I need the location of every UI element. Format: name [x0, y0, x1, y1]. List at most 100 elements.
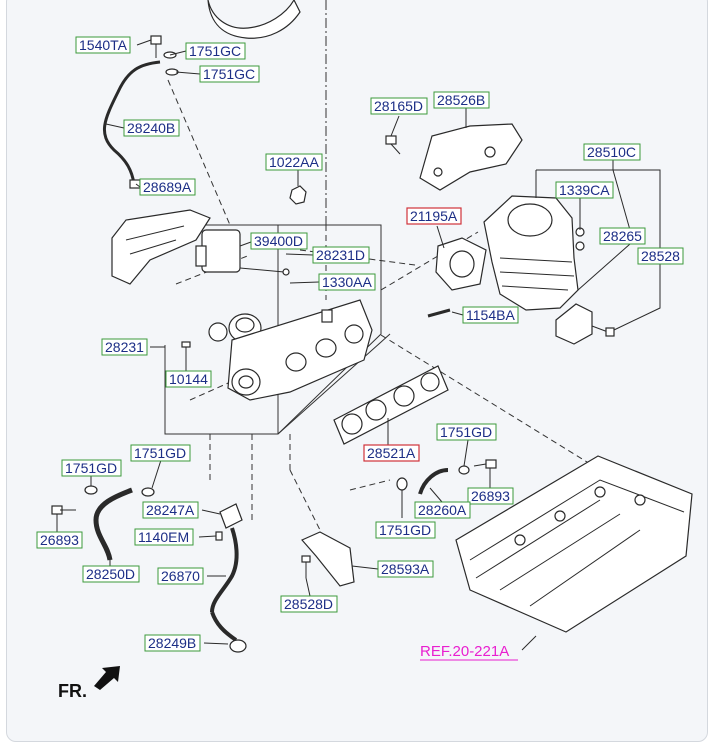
- pipe-28260a-part: [396, 459, 497, 495]
- front-direction-arrow-icon: [94, 666, 120, 690]
- part-number-text: 28247A: [146, 502, 195, 518]
- label-box-red: [406, 207, 462, 225]
- label-box-green: [123, 119, 180, 137]
- part-number-text: 28593A: [381, 561, 430, 577]
- label-box-green: [101, 338, 148, 356]
- part-label-28250d: 28250D: [82, 565, 140, 583]
- heat-shield-28526b-part: [419, 123, 523, 191]
- part-number-text: 28231D: [316, 247, 365, 263]
- part-label-1751gd: 1751GD: [375, 521, 436, 539]
- label-box-green: [82, 565, 140, 583]
- flange-28247a-part: [219, 503, 243, 529]
- diagram-panel: [6, 0, 708, 742]
- pipe-28249b-part: [210, 611, 247, 653]
- gasket-21195a-part: [435, 237, 487, 291]
- part-label-28247a: 28247A: [142, 501, 199, 519]
- part-label-28528: 28528: [637, 247, 684, 265]
- front-direction-label: FR.: [58, 681, 87, 701]
- part-number-text: 28521A: [367, 445, 416, 461]
- label-box-green: [318, 273, 376, 291]
- label-box-green: [467, 487, 514, 505]
- part-label-21195a: 21195A: [406, 207, 462, 225]
- part-label-26893: 26893: [467, 487, 514, 505]
- part-number-text: 1751GD: [65, 460, 117, 476]
- part-number-text: 28528: [641, 248, 680, 264]
- stud-1154ba-part: [427, 308, 451, 318]
- part-label-1751gd: 1751GD: [436, 423, 497, 441]
- part-number-text: 28689A: [143, 179, 192, 195]
- label-box-green: [433, 91, 490, 109]
- part-label-1751gd: 1751GD: [130, 444, 191, 462]
- label-box-green: [139, 178, 196, 196]
- label-box-green: [637, 247, 684, 265]
- part-number-text: 28249B: [148, 635, 196, 651]
- bolt-1540ta-part: [150, 35, 179, 76]
- label-box-green: [36, 531, 83, 549]
- nut-1022aa-part: [289, 185, 307, 205]
- part-label-28510c: 28510C: [583, 143, 641, 161]
- part-label-28231d: 28231D: [312, 246, 370, 264]
- label-box-green: [157, 567, 204, 585]
- part-label-28593a: 28593A: [377, 560, 434, 578]
- part-label-28528d: 28528D: [280, 595, 338, 613]
- part-label-28521a: 28521A: [363, 444, 420, 462]
- part-label-28526b: 28526B: [433, 91, 490, 109]
- part-number-text: 1022AA: [269, 154, 319, 170]
- label-box-green: [312, 246, 370, 264]
- part-number-text: 39400D: [254, 233, 303, 249]
- part-number-text: 1339CA: [559, 182, 610, 198]
- label-box-green: [583, 143, 641, 161]
- label-box-green: [134, 528, 194, 546]
- part-label-28231: 28231: [101, 338, 148, 356]
- part-number-text: 28240B: [127, 120, 175, 136]
- part-number-text: 28526B: [437, 92, 485, 108]
- heat-shield-top-part: [207, 0, 301, 39]
- part-label-1751gd: 1751GD: [61, 459, 122, 477]
- part-label-1330aa: 1330AA: [318, 273, 376, 291]
- label-box-green: [377, 560, 434, 578]
- leader-lines: [56, 39, 661, 651]
- pipe-26870-part: [210, 527, 239, 613]
- part-label-1140em: 1140EM: [134, 528, 194, 546]
- part-number-text: 1751GD: [440, 424, 492, 440]
- part-number-text: 1330AA: [322, 274, 372, 290]
- part-label-1751gc: 1751GC: [185, 42, 246, 60]
- part-number-text: 1751GD: [379, 522, 431, 538]
- label-box-green: [375, 521, 436, 539]
- gasket-28521a-part: [333, 365, 449, 445]
- label-box-green: [75, 36, 131, 54]
- part-label-28240b: 28240B: [123, 119, 180, 137]
- label-box-green: [436, 423, 497, 441]
- label-box-green: [599, 227, 646, 245]
- part-number-text: 1751GD: [134, 445, 186, 461]
- label-box-green: [370, 97, 428, 115]
- part-label-28260a: 28260A: [414, 501, 471, 519]
- label-box-green: [142, 501, 199, 519]
- part-number-text: 26893: [40, 532, 79, 548]
- part-number-text: 28165D: [374, 98, 423, 114]
- part-number-text: 1140EM: [138, 529, 189, 545]
- label-box-green: [265, 153, 323, 171]
- part-label-1339ca: 1339CA: [555, 181, 614, 199]
- bracket-28528-part: [555, 303, 615, 345]
- label-box-green: [462, 306, 519, 324]
- part-label-10144: 10144: [165, 370, 212, 388]
- part-label-1540ta: 1540TA: [75, 36, 131, 54]
- part-number-text: 26870: [161, 568, 200, 584]
- bracket-28593a-part: [301, 531, 355, 587]
- part-number-text: 28265: [603, 228, 642, 244]
- reference-callout: REF.20-221A: [420, 643, 509, 660]
- part-label-39400d: 39400D: [250, 232, 308, 250]
- catalytic-converter-part: [483, 195, 585, 311]
- part-label-28165d: 28165D: [370, 97, 428, 115]
- part-label-1154ba: 1154BA: [462, 306, 519, 324]
- label-box-green: [414, 501, 471, 519]
- part-label-26870: 26870: [157, 567, 204, 585]
- oil-return-pipe-28250d-part: [51, 485, 155, 561]
- part-number-text: 26893: [471, 488, 510, 504]
- part-label-1022aa: 1022AA: [265, 153, 323, 171]
- label-box-green: [130, 444, 191, 462]
